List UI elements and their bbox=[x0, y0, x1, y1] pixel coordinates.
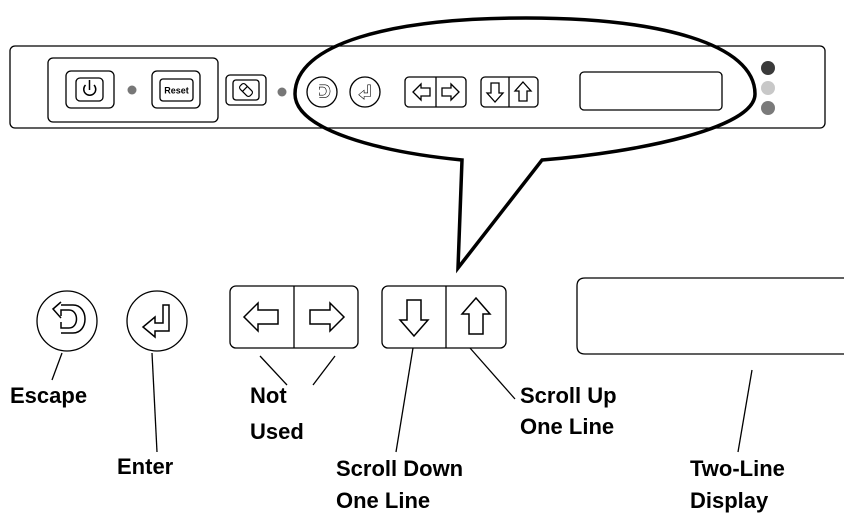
led-bottom bbox=[761, 101, 775, 115]
reset-label: Reset bbox=[164, 86, 189, 96]
left-arrow-icon bbox=[242, 301, 279, 333]
power-reset-group bbox=[47, 57, 219, 123]
scroll-down-leader bbox=[395, 347, 414, 453]
callout-bubble bbox=[293, 16, 757, 274]
scroll-up-leader bbox=[469, 347, 516, 400]
left-right-buttons-small[interactable] bbox=[404, 76, 467, 108]
enter-icon bbox=[141, 304, 170, 339]
down-up-buttons-small[interactable] bbox=[480, 76, 539, 108]
not-used-leader-right bbox=[312, 355, 336, 386]
right-arrow-icon bbox=[309, 301, 346, 333]
two-line-display bbox=[576, 277, 844, 355]
enter-button[interactable] bbox=[126, 290, 188, 352]
tool-led bbox=[277, 87, 287, 97]
led-top bbox=[761, 61, 775, 75]
enter-leader bbox=[151, 352, 158, 453]
not-used-leader-left bbox=[259, 355, 288, 386]
escape-button-small[interactable] bbox=[306, 76, 338, 108]
enter-label: Enter bbox=[117, 454, 174, 479]
not-used-label-line2: Used bbox=[250, 419, 304, 444]
display-small bbox=[579, 71, 723, 111]
display-leader bbox=[737, 369, 753, 453]
escape-label: Escape bbox=[10, 383, 88, 408]
escape-leader bbox=[51, 352, 63, 381]
tool-button[interactable] bbox=[225, 74, 267, 106]
down-up-buttons[interactable] bbox=[381, 285, 507, 349]
reset-button[interactable] bbox=[151, 70, 201, 109]
down-arrow-icon bbox=[398, 299, 430, 338]
front-panel bbox=[9, 45, 826, 129]
scroll-up-label-line2: One Line bbox=[520, 414, 615, 439]
power-led bbox=[127, 85, 137, 95]
left-right-buttons[interactable] bbox=[229, 285, 359, 349]
scroll-down-label-line2: One Line bbox=[336, 488, 431, 513]
escape-button[interactable] bbox=[36, 290, 98, 352]
power-button[interactable] bbox=[65, 70, 115, 109]
led-middle bbox=[761, 81, 775, 95]
scroll-up-label-line1: Scroll Up bbox=[520, 383, 617, 408]
two-line-display-label-line2: Display bbox=[690, 488, 769, 513]
enter-button-small[interactable] bbox=[349, 76, 381, 108]
tool-icon bbox=[239, 83, 253, 97]
escape-icon bbox=[51, 301, 86, 334]
two-line-display-label-line1: Two-Line bbox=[690, 456, 785, 481]
up-arrow-icon bbox=[460, 296, 492, 335]
not-used-label-line1: Not bbox=[250, 383, 287, 408]
scroll-down-label-line1: Scroll Down bbox=[336, 456, 464, 481]
